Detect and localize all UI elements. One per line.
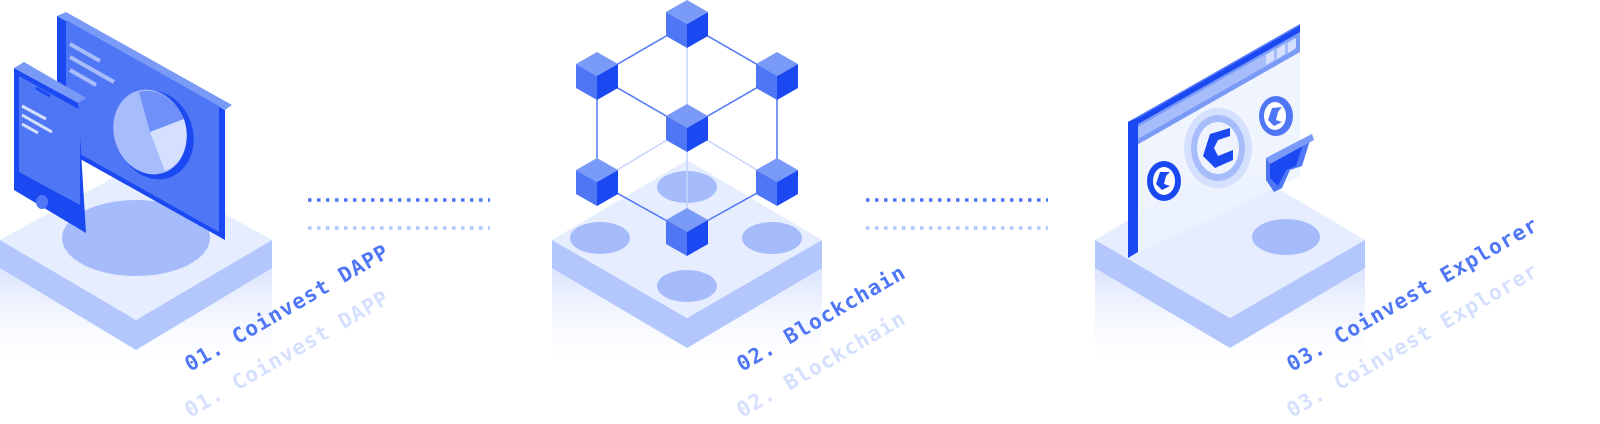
stage-explorer: 03. Coinvest Explorer 03. Coinvest Explo… — [1095, 24, 1543, 422]
block-cube — [666, 0, 708, 48]
block-cube — [576, 158, 618, 206]
stage-dapp: 01. Coinvest DAPP 01. Coinvest DAPP — [0, 12, 393, 422]
block-cube — [756, 52, 798, 100]
blockchain-cube-network-icon — [576, 0, 798, 256]
coin-logo-icon — [1259, 96, 1293, 136]
coin-logo-icon — [1147, 161, 1181, 201]
coin-logo-icon — [1184, 108, 1252, 188]
block-cube — [756, 158, 798, 206]
dotted-connector — [308, 198, 490, 230]
platform — [1095, 160, 1365, 360]
dapp-monitor-and-phone-icon — [14, 12, 232, 240]
block-cube — [576, 52, 618, 100]
stage-blockchain: 02. Blockchain 02. Blockchain — [552, 0, 910, 422]
dotted-connector — [866, 198, 1048, 230]
explorer-browser-window-icon — [1128, 24, 1314, 258]
cursor-arrow-icon — [1266, 134, 1314, 192]
block-cube — [666, 104, 708, 152]
block-cube — [666, 208, 708, 256]
